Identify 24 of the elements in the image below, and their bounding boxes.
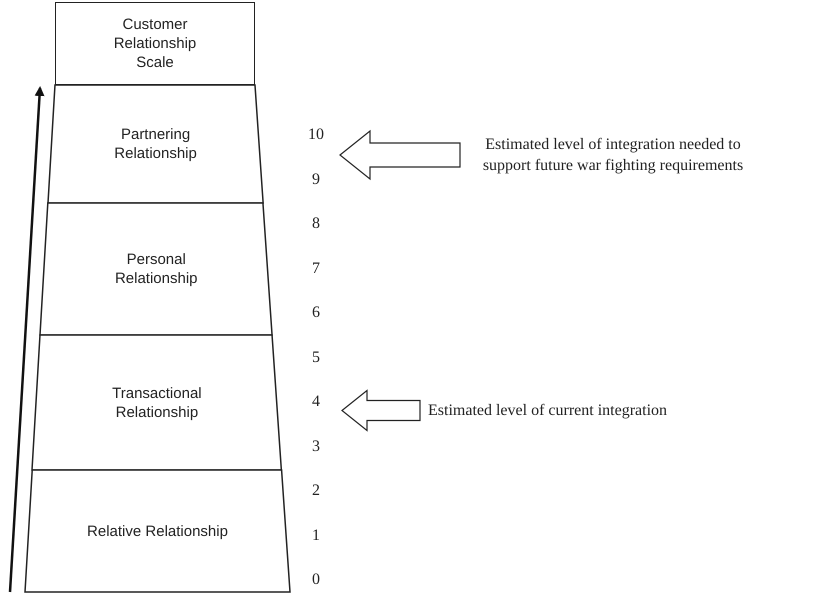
scale-number: 9 [311, 170, 321, 190]
callout-text: Estimated level of integration needed to support future war fighting requirements [482, 135, 744, 176]
level-label: Relative Relationship [87, 522, 228, 540]
scale-number: 7 [311, 258, 321, 278]
scale-number: 10 [307, 125, 325, 145]
scale-number: 3 [311, 436, 321, 456]
block-arrow [341, 389, 421, 432]
scale-number: 6 [311, 303, 321, 323]
scale-number: 0 [311, 570, 321, 590]
scale-number: 2 [311, 481, 321, 501]
scale-level-band [40, 203, 272, 335]
scale-level-band [48, 85, 264, 203]
scale-level-band [25, 470, 290, 592]
level-label: Personal Relationship [114, 250, 198, 288]
block-arrow [339, 130, 461, 180]
scale-number: 8 [311, 214, 321, 234]
scale-number: 1 [311, 526, 321, 546]
level-label: Partnering Relationship [113, 125, 198, 163]
level-label: Transactional Relationship [111, 384, 203, 422]
callout-text: Estimated level of current integration [428, 401, 668, 421]
scale-number: 5 [311, 348, 321, 368]
scale-level-band [32, 335, 282, 470]
scale-number: 4 [311, 392, 321, 412]
level-label: Customer Relationship Scale [112, 15, 198, 72]
